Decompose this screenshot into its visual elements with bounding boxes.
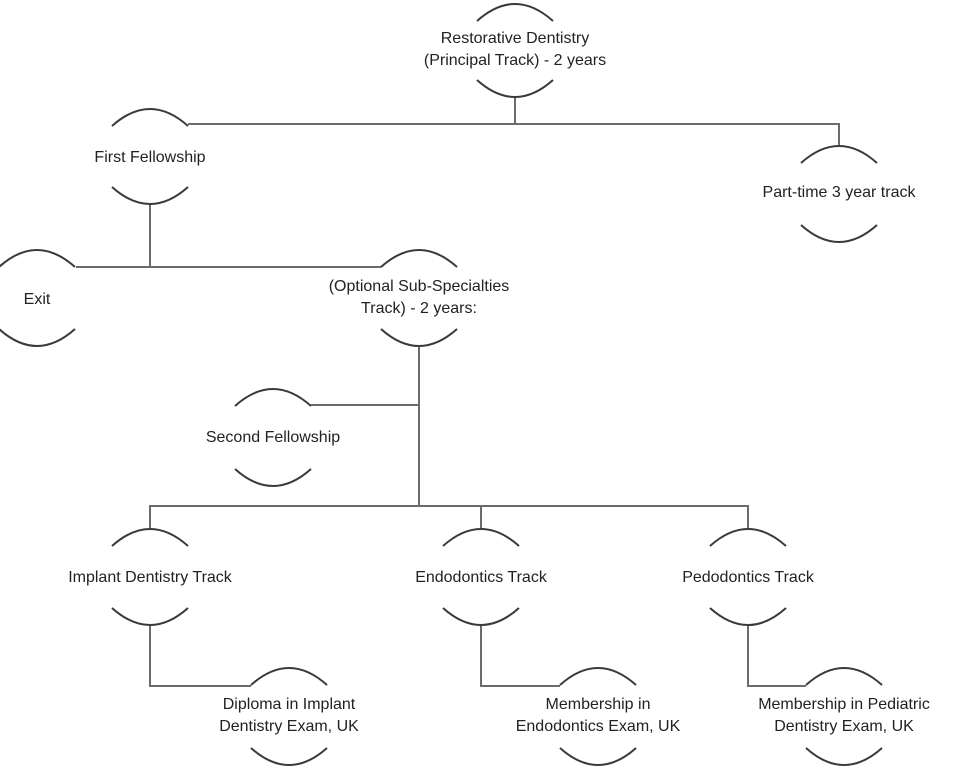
node-label-line: Part-time 3 year track [762, 184, 916, 201]
node-label-first-fellowship: First Fellowship [94, 147, 205, 169]
node-top-arc-restorative [476, 3, 554, 22]
node-bottom-arc-diploma-implant [250, 747, 328, 766]
node-label-line: (Optional Sub-Specialties [328, 278, 510, 295]
node-label-restorative: Restorative Dentistry (Principal Track) -… [424, 28, 606, 72]
connector-endodontics-to-membership-endo [480, 626, 560, 687]
node-bottom-arc-first-fellowship [111, 186, 189, 205]
node-top-arc-diploma-implant [250, 667, 328, 686]
node-label-line: Implant Dentistry Track [68, 569, 232, 586]
node-label-part-time: Part-time 3 year track [763, 182, 916, 204]
node-top-arc-first-fellowship [111, 108, 189, 127]
connector-restorative-to-first-fellowship [188, 98, 516, 125]
node-top-arc-pedodontics [709, 528, 787, 547]
connector-optional-sub-to-implant [149, 405, 420, 528]
node-bottom-arc-part-time [800, 224, 878, 243]
node-label-line: Diploma in Implant [222, 696, 356, 713]
node-bottom-arc-membership-endo [559, 747, 637, 766]
connector-optional-sub-to-pedodontics [481, 505, 749, 528]
node-bottom-arc-exit [0, 328, 76, 347]
connector-restorative-to-part-time [515, 123, 840, 145]
node-top-arc-part-time [800, 145, 878, 164]
connector-first-fellowship-to-exit [76, 205, 151, 268]
node-top-arc-implant [111, 528, 189, 547]
node-top-arc-membership-pedo [805, 667, 883, 686]
node-label-implant: Implant Dentistry Track [68, 567, 232, 589]
node-bottom-arc-restorative [476, 79, 554, 98]
node-bottom-arc-pedodontics [709, 607, 787, 626]
connector-optional-sub-to-endodontics [419, 505, 482, 528]
node-bottom-arc-implant [111, 607, 189, 626]
node-label-pedodontics: Pedodontics Track [682, 567, 814, 589]
node-bottom-arc-endodontics [442, 607, 520, 626]
node-label-line: Endodontics Track [415, 569, 547, 586]
node-label-line: Dentistry Exam, UK [219, 718, 359, 735]
node-top-arc-second-fellowship [234, 388, 312, 407]
node-label-line: Restorative Dentistry [440, 30, 590, 47]
node-bottom-arc-second-fellowship [234, 468, 312, 487]
node-label-line: Pedodontics Track [682, 569, 814, 586]
node-label-second-fellowship: Second Fellowship [206, 427, 340, 449]
node-label-line: Dentistry Exam, UK [774, 718, 914, 735]
node-label-membership-endo: Membership in Endodontics Exam, UK [516, 694, 681, 738]
node-bottom-arc-optional-sub [380, 328, 458, 347]
node-label-line: First Fellowship [94, 149, 206, 166]
node-label-exit: Exit [24, 289, 51, 311]
node-label-endodontics: Endodontics Track [415, 567, 547, 589]
node-label-line: Exit [23, 291, 51, 308]
node-label-line: (Principal Track) - 2 years [423, 52, 607, 69]
node-label-line: Membership in Pediatric [758, 696, 930, 713]
node-label-line: Membership in [545, 696, 651, 713]
node-top-arc-optional-sub [380, 249, 458, 268]
node-label-line: Second Fellowship [205, 429, 341, 446]
connector-pedodontics-to-membership-pedo [747, 626, 806, 687]
connector-implant-to-diploma-implant [149, 626, 251, 687]
node-top-arc-endodontics [442, 528, 520, 547]
node-label-line: Endodontics Exam, UK [515, 718, 681, 735]
node-label-line: Track) - 2 years: [361, 300, 477, 317]
node-top-arc-membership-endo [559, 667, 637, 686]
node-top-arc-exit [0, 249, 76, 268]
connector-optional-sub-to-second-fellowship [311, 347, 420, 406]
node-bottom-arc-membership-pedo [805, 747, 883, 766]
